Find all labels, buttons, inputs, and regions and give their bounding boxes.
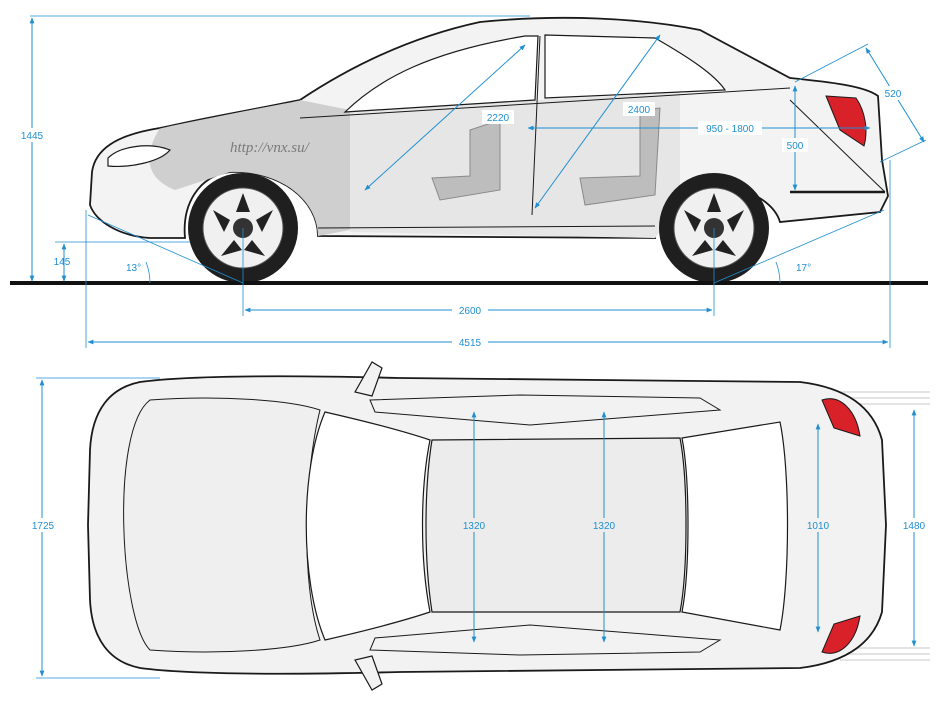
trunk-opening-ext-top: [794, 43, 869, 83]
tail-light-side: [825, 95, 867, 147]
departure-angle-arc: [775, 261, 781, 284]
hood-crease: [159, 99, 301, 129]
top-view: 1725 1320 1320 1010 1480: [26, 361, 930, 691]
front-headroom-line: [364, 44, 526, 191]
trunk-length-label: 950 - 1800: [706, 124, 754, 135]
wheelbase-label: 2600: [459, 306, 482, 317]
width-label: 1725: [32, 521, 55, 532]
side-view: http://vnx.su/ 1445 145 13° 17° 2600 451…: [10, 15, 928, 349]
trunk-opening-label: 520: [885, 89, 902, 100]
side-window-right: [369, 624, 722, 656]
trunk-width-label: 1010: [807, 521, 830, 532]
departure-angle-line: [713, 209, 885, 284]
interior-shade: [149, 100, 350, 236]
rear-track-label: 1480: [903, 521, 926, 532]
trunk-opening-ext-bottom: [879, 139, 927, 163]
rear-headroom-line: [534, 34, 661, 209]
headlight: [107, 145, 171, 167]
departure-angle-label: 17°: [796, 263, 811, 274]
approach-angle-line: [87, 214, 244, 284]
approach-angle-arc: [145, 261, 151, 284]
approach-angle-label: 13°: [126, 263, 141, 274]
tail-light-right: [821, 615, 861, 654]
hood: [123, 397, 321, 653]
length-label: 4515: [459, 338, 482, 349]
roof: [425, 437, 687, 613]
windshield: [305, 411, 431, 641]
front-cabin-width-label: 1320: [463, 521, 486, 532]
mirror-left: [354, 361, 383, 397]
trunk-height-label: 500: [787, 141, 804, 152]
sill-line: [317, 225, 656, 229]
rear-headroom-label: 2400: [628, 105, 651, 116]
mirror-right: [354, 655, 383, 691]
rear-window-top: [681, 421, 789, 631]
watermark-text: http://vnx.su/: [230, 140, 311, 156]
front-headroom-label: 2220: [487, 113, 510, 124]
tail-light-left: [821, 398, 861, 437]
trunk-line: [789, 99, 886, 193]
side-window-left: [369, 394, 722, 426]
height-label: 1445: [21, 131, 44, 142]
clearance-label: 145: [54, 257, 71, 268]
rear-cabin-width-label: 1320: [593, 521, 616, 532]
